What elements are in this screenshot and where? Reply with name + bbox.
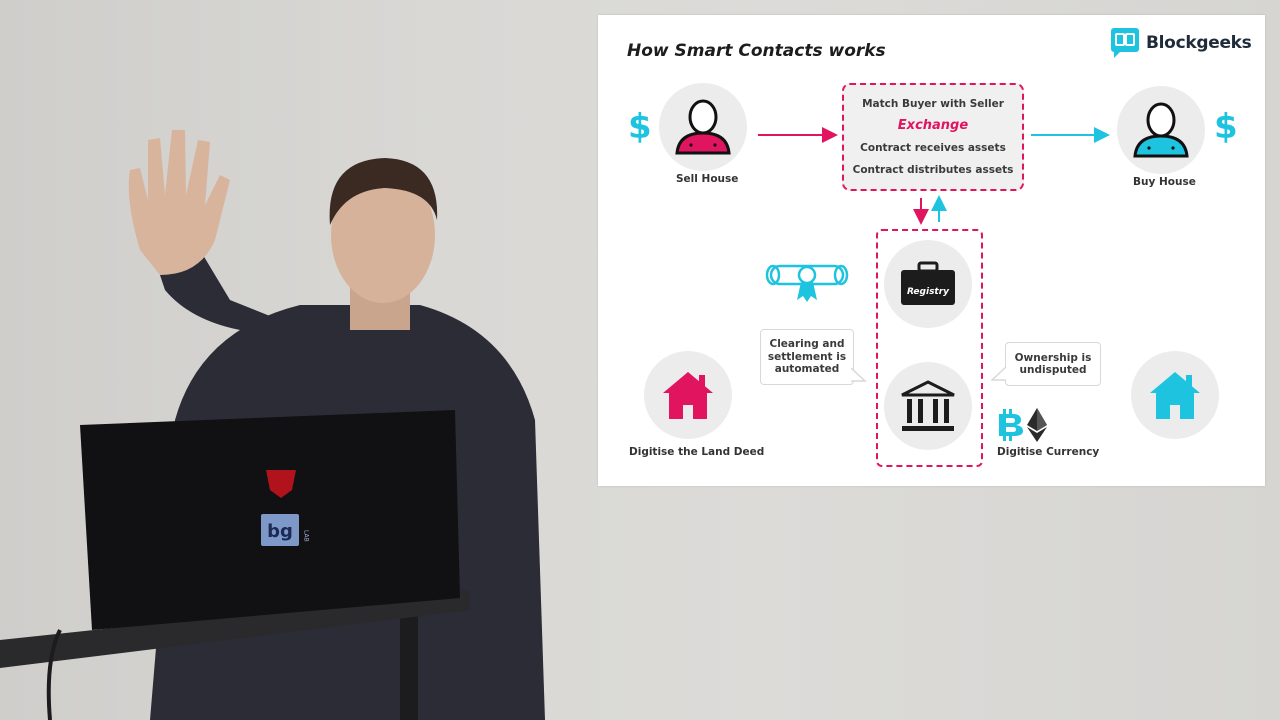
- clearing-line-1: Clearing and: [769, 338, 845, 351]
- clearing-line-3: automated: [774, 363, 840, 376]
- slide-title: How Smart Contacts works: [627, 41, 886, 61]
- exchange-line-distributes: Contract distributes assets: [852, 164, 1014, 176]
- digitise-currency-label: Digitise Currency: [997, 446, 1100, 458]
- ownership-bubble-pointer: [991, 366, 1007, 381]
- registry-node: Registry: [884, 240, 972, 328]
- diploma-icon: [765, 264, 849, 302]
- exchange-line-match: Match Buyer with Seller: [862, 98, 1004, 110]
- stand-pole: [400, 600, 418, 720]
- house-icon: [663, 372, 713, 419]
- laptop-logo-text: bg: [267, 521, 293, 542]
- laptop-lab-text: LAB: [303, 530, 310, 542]
- presenter-hand: [128, 130, 230, 275]
- bg-lab-logo-icon: [261, 514, 299, 546]
- stand-shelf: [0, 590, 470, 668]
- msi-dragon-icon: [266, 470, 296, 498]
- briefcase-icon: Registry: [901, 261, 955, 305]
- clearing-bubble-pointer: [851, 367, 867, 382]
- clearing-line-2: settlement is: [767, 350, 847, 363]
- stand-cable: [46, 629, 62, 720]
- seller-dollar-icon: $: [628, 107, 652, 147]
- exchange-line-title: Exchange: [897, 118, 969, 133]
- brand: Blockgeeks: [1110, 27, 1252, 59]
- land-deed-node: [644, 351, 732, 439]
- ethereum-icon: [1027, 408, 1047, 442]
- bank-icon: [901, 380, 955, 431]
- user-icon: [1133, 102, 1189, 158]
- exchange-line-receives: Contract receives assets: [860, 142, 1006, 154]
- slide: How Smart Contacts works Blockgeeks $: [598, 15, 1265, 486]
- buyer-dollar-icon: $: [1214, 107, 1238, 147]
- house-icon: [1150, 372, 1200, 419]
- seller-node: [659, 83, 747, 171]
- user-icon: [675, 99, 731, 155]
- flow-arrows: [758, 127, 1110, 225]
- presenter-hair: [329, 158, 438, 225]
- currency-house-node: [1131, 351, 1219, 439]
- digitise-land-deed-label: Digitise the Land Deed: [629, 446, 765, 458]
- blockgeeks-logo-icon: [1111, 28, 1139, 58]
- brand-name: Blockgeeks: [1146, 33, 1252, 53]
- sell-house-label: Sell House: [676, 173, 739, 185]
- registry-label: Registry: [907, 287, 950, 297]
- exchange-box: Match Buyer with Seller Exchange Contrac…: [842, 83, 1024, 191]
- clearing-bubble: Clearing and settlement is automated: [760, 329, 854, 385]
- ownership-line-2: undisputed: [1019, 364, 1087, 376]
- buyer-node: [1117, 86, 1205, 174]
- ownership-line-1: Ownership is: [1014, 351, 1092, 364]
- bitcoin-icon: [999, 409, 1023, 441]
- buy-house-label: Buy House: [1133, 176, 1196, 188]
- ownership-bubble: Ownership is undisputed: [1005, 342, 1101, 386]
- presenter-scene: bg LAB: [0, 130, 545, 720]
- presenter-head: [331, 167, 435, 303]
- bank-node: [884, 362, 972, 450]
- registry-box: [876, 229, 983, 467]
